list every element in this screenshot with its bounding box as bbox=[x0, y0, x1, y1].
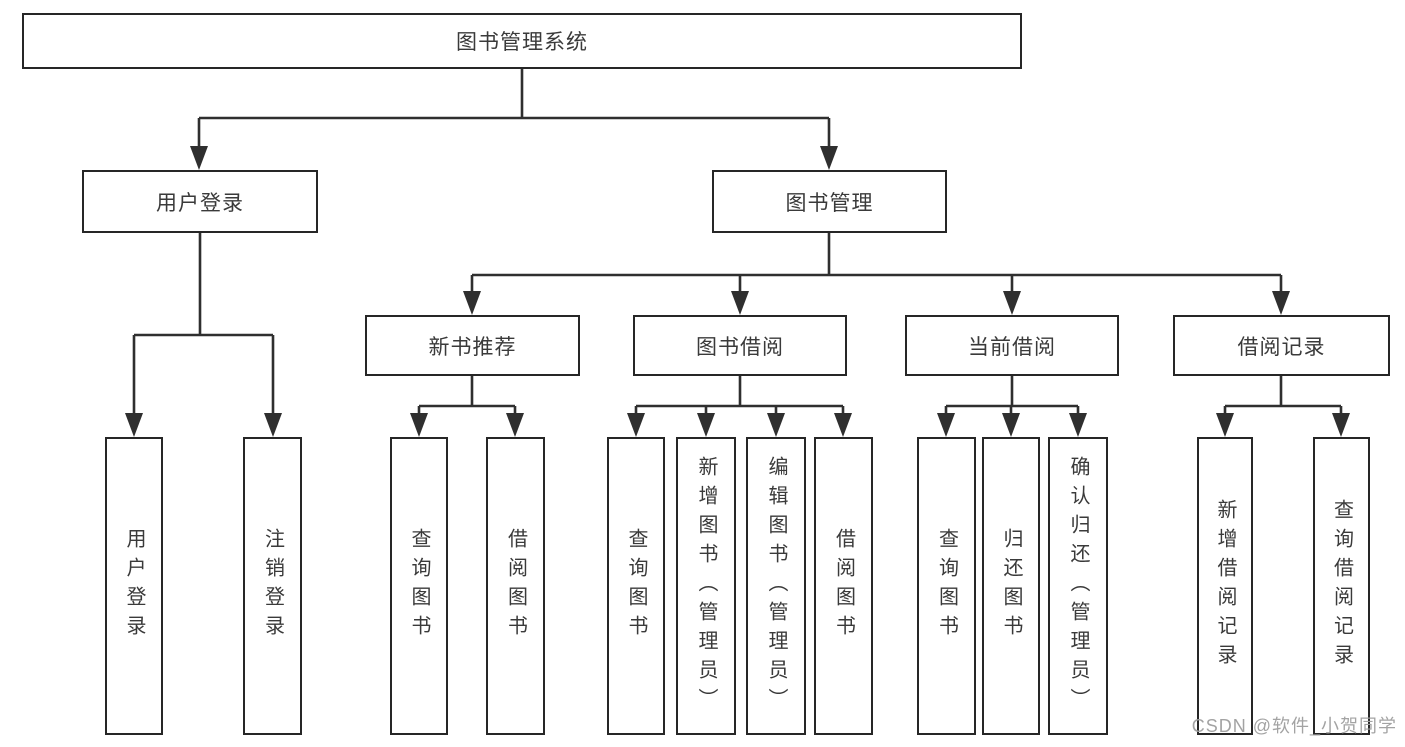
leaf-query-borrow-record: 查询借阅记录 bbox=[1313, 437, 1370, 735]
leaf-query-books-recommend: 查询图书 bbox=[390, 437, 448, 735]
leaf-return-books: 归还图书 bbox=[982, 437, 1040, 735]
leaf-label: 借阅图书 bbox=[832, 528, 855, 644]
leaf-label: 新增借阅记录 bbox=[1214, 499, 1236, 673]
node-root-system: 图书管理系统 bbox=[22, 13, 1022, 69]
node-book-management: 图书管理 bbox=[712, 170, 947, 233]
node-borrow-records: 借阅记录 bbox=[1173, 315, 1390, 376]
leaf-label: 注销登录 bbox=[261, 528, 284, 644]
leaf-label: 确认归还（管理员） bbox=[1067, 455, 1089, 717]
leaf-add-borrow-record: 新增借阅记录 bbox=[1197, 437, 1253, 735]
leaf-add-books-admin: 新增图书（管理员） bbox=[676, 437, 736, 735]
leaf-borrow-books: 借阅图书 bbox=[814, 437, 873, 735]
csdn-watermark: CSDN @软件_小贺同学 bbox=[1191, 716, 1397, 736]
leaf-label: 编辑图书（管理员） bbox=[765, 455, 787, 717]
node-user-login-branch: 用户登录 bbox=[82, 170, 318, 233]
leaf-logout: 注销登录 bbox=[243, 437, 302, 735]
leaf-user-login: 用户登录 bbox=[105, 437, 163, 735]
leaf-label: 归还图书 bbox=[1000, 528, 1022, 644]
leaf-label: 查询借阅记录 bbox=[1330, 499, 1353, 673]
leaf-query-books-borrow: 查询图书 bbox=[607, 437, 665, 735]
leaf-query-books-current: 查询图书 bbox=[917, 437, 976, 735]
leaf-label: 新增图书（管理员） bbox=[695, 455, 717, 717]
leaf-edit-books-admin: 编辑图书（管理员） bbox=[746, 437, 806, 735]
node-current-borrow: 当前借阅 bbox=[905, 315, 1119, 376]
leaf-label: 查询图书 bbox=[625, 528, 647, 644]
leaf-label: 借阅图书 bbox=[504, 528, 527, 644]
node-new-book-recommend: 新书推荐 bbox=[365, 315, 580, 376]
leaf-label: 查询图书 bbox=[408, 528, 430, 644]
leaf-label: 查询图书 bbox=[935, 528, 958, 644]
leaf-label: 用户登录 bbox=[123, 528, 145, 644]
leaf-borrow-books-recommend: 借阅图书 bbox=[486, 437, 545, 735]
node-book-borrow: 图书借阅 bbox=[633, 315, 847, 376]
leaf-confirm-return-admin: 确认归还（管理员） bbox=[1048, 437, 1108, 735]
